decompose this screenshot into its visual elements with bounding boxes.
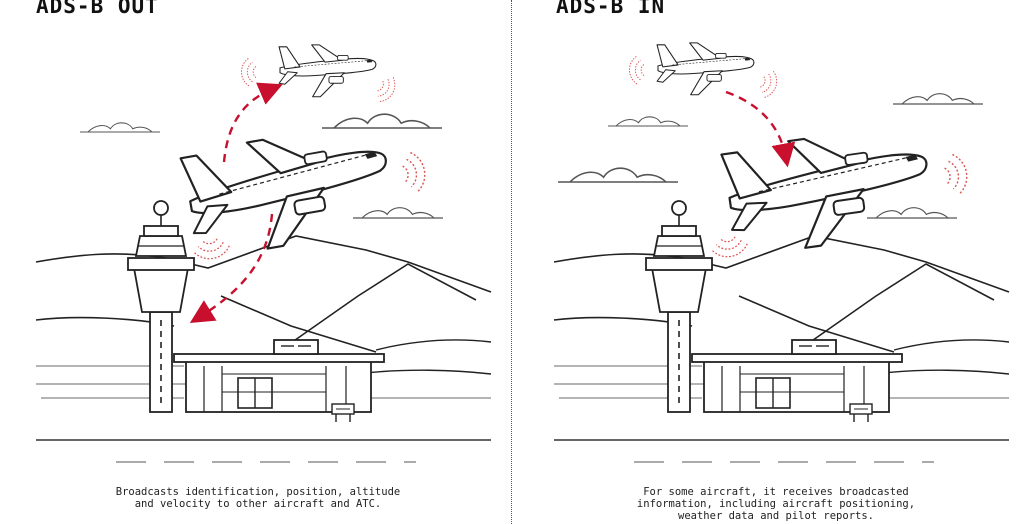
caption-line: and velocity to other aircraft and ATC. [134, 498, 382, 510]
airplane-icon [656, 42, 755, 96]
panel-title-ads-b-in: ADS-B IN [556, 0, 666, 18]
panel-divider [511, 0, 512, 524]
left-panel-illustration [35, 44, 492, 463]
caption-line: For some aircraft, it receives broadcast… [643, 486, 909, 498]
caption-line: information, including aircraft position… [636, 498, 916, 510]
caption-line: weather data and pilot reports. [678, 510, 874, 522]
airplane-icon [278, 44, 377, 98]
airplane-icon [178, 118, 399, 262]
right-panel-illustration [553, 42, 1010, 463]
caption-line: Broadcasts identification, position, alt… [115, 486, 401, 498]
panel-title-ads-b-out: ADS-B OUT [36, 0, 159, 18]
mountain-icon [35, 200, 492, 463]
caption-ads-b-in: For some aircraft, it receives broadcast… [566, 486, 986, 522]
caption-ads-b-out: Broadcasts identification, position, alt… [48, 486, 468, 510]
mountain-icon [553, 200, 1010, 463]
airplane-icon [719, 121, 937, 259]
